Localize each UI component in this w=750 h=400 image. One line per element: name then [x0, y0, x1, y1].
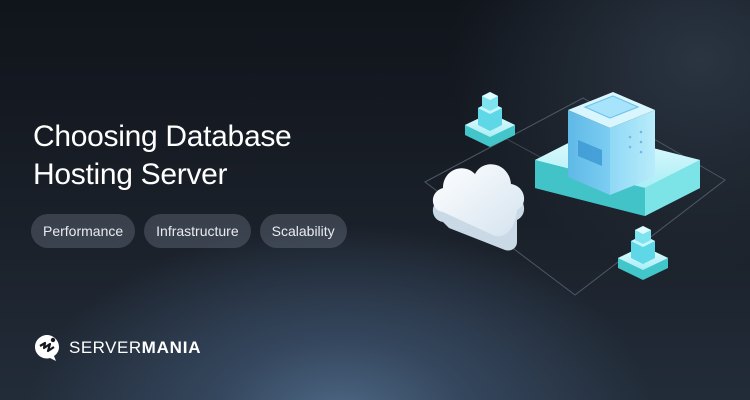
- title-line-2: Hosting Server: [33, 158, 228, 191]
- brand-name: SERVERMANIA: [69, 338, 201, 358]
- cube-node-icon: [465, 92, 515, 147]
- platform-outline: [424, 97, 726, 296]
- tag-scalability[interactable]: Scalability: [259, 214, 347, 248]
- hosting-illustration: [424, 92, 726, 296]
- brand-logo[interactable]: SERVERMANIA: [31, 332, 201, 364]
- tag-performance[interactable]: Performance: [31, 214, 136, 248]
- page-title: Choosing Database Hosting Server: [33, 118, 292, 194]
- cube-node-icon: [618, 226, 668, 280]
- server-tower-icon: [535, 92, 700, 216]
- tag-infrastructure[interactable]: Infrastructure: [144, 214, 251, 248]
- cloud-icon: [432, 164, 525, 251]
- title-line-1: Choosing Database: [33, 120, 292, 153]
- brand-name-part1: SERVER: [69, 338, 142, 357]
- brand-name-part2: MANIA: [141, 338, 202, 357]
- tag-list: Performance Infrastructure Scalability: [31, 214, 347, 248]
- servermania-logo-icon: [35, 335, 59, 361]
